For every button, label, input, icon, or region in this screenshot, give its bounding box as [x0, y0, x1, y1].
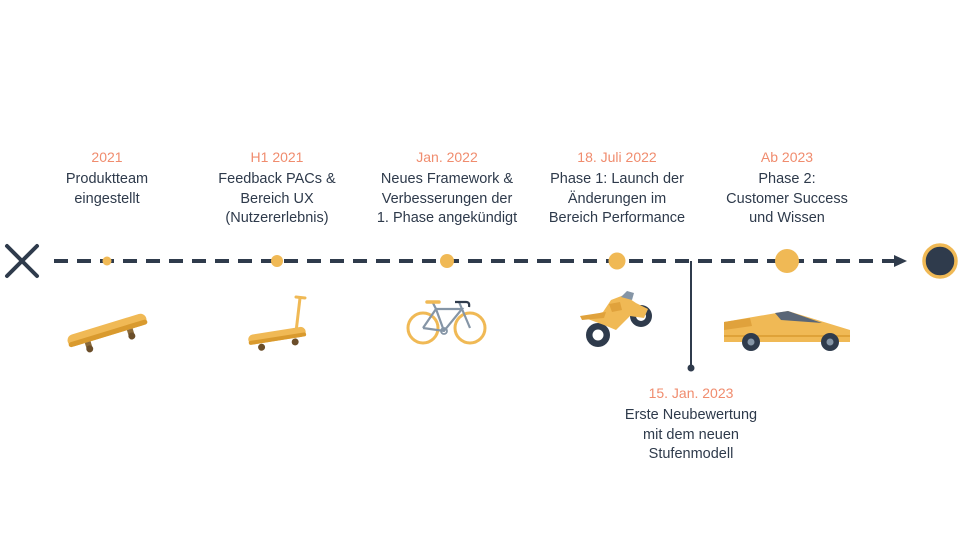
cybertruck-icon [724, 311, 850, 351]
callout-date: 15. Jan. 2023 [648, 385, 734, 401]
timeline-end-circle [922, 243, 958, 279]
skateboard-icon [67, 313, 148, 353]
milestone-h1-2021: H1 2021 Feedback PACs & Bereich UX (Nutz… [177, 148, 377, 229]
milestone-date: 2021 [91, 149, 123, 165]
milestone-date: Jan. 2022 [416, 149, 478, 165]
milestone-juli-2022: 18. Juli 2022 Phase 1: Launch der Änderu… [517, 148, 717, 229]
milestone-dot [608, 252, 626, 270]
milestone-date: Ab 2023 [760, 149, 814, 165]
milestone-label: Phase 1: Launch der Änderungen im Bereic… [548, 171, 686, 226]
start-cross-icon [5, 244, 39, 278]
milestone-dot [440, 254, 454, 268]
milestone-dot [775, 249, 799, 273]
scooter-icon [248, 295, 307, 351]
milestone-2021: 2021 Produktteam eingestellt [7, 148, 207, 209]
milestone-dot [102, 256, 112, 266]
callout-dot [687, 364, 695, 372]
milestone-ab-2023: Ab 2023 Phase 2: Customer Success und Wi… [687, 148, 887, 229]
milestone-label: Produktteam eingestellt [65, 171, 149, 207]
motorcycle-icon [580, 291, 652, 347]
milestone-label: Neues Framework & Verbesserungen der 1. … [376, 171, 518, 226]
timeline-arrowhead [894, 255, 907, 267]
milestone-label: Feedback PACs & Bereich UX (Nutzererlebn… [218, 171, 336, 226]
milestone-dot [271, 255, 283, 267]
milestone-date: H1 2021 [250, 149, 304, 165]
milestone-jan-2022: Jan. 2022 Neues Framework & Verbesserung… [347, 148, 547, 229]
callout-jan-2023: 15. Jan. 2023 Erste Neubewertung mit dem… [591, 384, 791, 465]
callout-label: Erste Neubewertung mit dem neuen Stufenm… [624, 407, 758, 462]
milestone-date: 18. Juli 2022 [577, 149, 657, 165]
milestone-label: Phase 2: Customer Success und Wissen [726, 171, 848, 226]
bicycle-icon [406, 300, 487, 345]
